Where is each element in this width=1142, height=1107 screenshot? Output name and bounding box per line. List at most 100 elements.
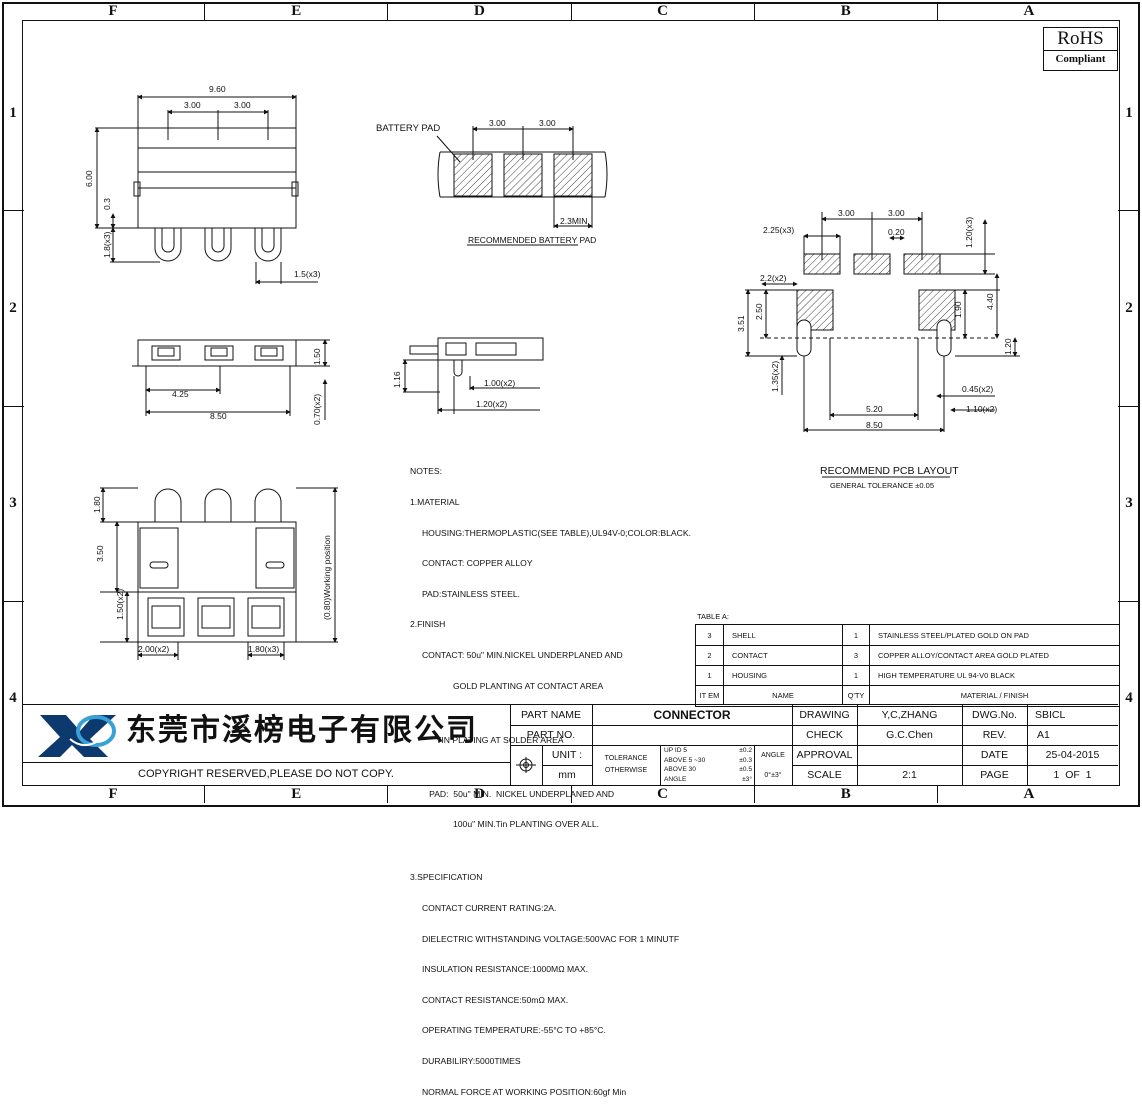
copyright-text: COPYRIGHT RESERVED,PLEASE DO NOT COPY. <box>22 762 510 785</box>
note-line: CONTACT RESISTANCE:50mΩ MAX. <box>410 994 569 1005</box>
zone-row-label: 4 <box>9 690 17 707</box>
table-a-title: TABLE A: <box>697 612 729 621</box>
cell-material: HIGH TEMPERATURE UL 94-V0 BLACK <box>878 670 1015 680</box>
dim-text: 1.50 <box>312 348 322 365</box>
note-line: 3.SPECIFICATION <box>410 872 483 883</box>
drawing-value: Y,C,ZHANG <box>881 709 938 721</box>
part-name-value: CONNECTOR <box>653 708 731 722</box>
cell-name: SHELL <box>732 630 756 640</box>
battery-pad-caption: RECOMMENDED BATTERY PAD <box>468 235 596 245</box>
cell-item: 3 <box>696 625 724 645</box>
page-label: PAGE <box>980 769 1009 781</box>
position-tolerance-icon <box>510 745 542 785</box>
zone-row-label: 2 <box>1118 211 1140 407</box>
zone-col-label: F <box>22 2 206 20</box>
company-name: 东莞市溪榜电子有限公司 <box>126 714 478 747</box>
dim-text: 1.50(x2) <box>115 589 125 620</box>
tol-value: ±3° <box>742 775 752 783</box>
approval-label: APPROVAL <box>796 749 853 761</box>
dim-text: 3.00 <box>838 208 855 218</box>
part-no-value <box>592 725 792 745</box>
rev-value: A1 <box>1037 729 1050 741</box>
check-value: G.C.Chen <box>886 729 933 741</box>
dwg-value: SBICL <box>1035 709 1066 721</box>
table-row: 3 SHELL 1 STAINLESS STEEL/PLATED GOLD ON… <box>696 625 1119 646</box>
dim-text: 1.35(x2) <box>770 361 780 392</box>
zone-col-label: E <box>205 785 389 803</box>
divider <box>660 745 661 785</box>
date-value: 25-04-2015 <box>1045 749 1100 761</box>
dim-text: 2.3MIN. <box>560 216 590 226</box>
header-material: MATERIAL / FINISH <box>960 690 1029 700</box>
tol-range: UP ID 5 <box>664 747 687 754</box>
dim-text: 3.00 <box>539 118 556 128</box>
divider <box>1027 705 1028 785</box>
zone-col-label: C <box>572 785 755 803</box>
bottom-view <box>100 487 338 660</box>
divider <box>592 745 593 785</box>
note-line: DURABILIRY:5000TIMES <box>410 1055 521 1066</box>
dim-text: 0.70(x2) <box>312 394 322 425</box>
scale-value: 2:1 <box>902 769 917 781</box>
cell-material: STAINLESS STEEL/PLATED GOLD ON PAD <box>878 630 1029 640</box>
tol-value: ±0.2 <box>739 747 752 754</box>
note-line: NORMAL FORCE AT WORKING POSITION:60gf Mi… <box>410 1086 627 1097</box>
company-logo <box>36 709 120 759</box>
dim-text: 0.20 <box>888 227 905 237</box>
tol-row: ANGLE ±3° <box>664 775 752 785</box>
dim-text: (0.80)Working position <box>322 535 332 620</box>
side-view <box>402 337 544 414</box>
top-view <box>94 94 318 285</box>
part-name-label: PART NAME <box>520 709 582 721</box>
zone-row-label: 2 <box>2 211 24 407</box>
dim-text: 8.50 <box>866 420 883 430</box>
zone-row-label: 1 <box>2 16 24 212</box>
table-a: 3 SHELL 1 STAINLESS STEEL/PLATED GOLD ON… <box>695 624 1120 707</box>
table-row: 2 CONTACT 3 COPPER ALLOY/CONTACT AREA GO… <box>696 645 1119 666</box>
note-line: CONTACT: COPPER ALLOY <box>410 558 533 569</box>
dim-text: 1.80(x3) <box>248 644 279 654</box>
divider <box>542 765 592 766</box>
dim-text: 4.40 <box>985 293 995 310</box>
pcb-tolerance: GENERAL TOLERANCE ±0.05 <box>830 481 934 490</box>
dim-text: 3.00 <box>234 100 251 110</box>
drawing-label: DRAWING <box>799 709 850 721</box>
dim-text: 1.20 <box>1003 338 1013 355</box>
dim-text: 1.10(x2) <box>966 404 997 414</box>
dim-text: 1.20(x2) <box>476 399 507 409</box>
tol-value: ±0.5 <box>739 766 752 773</box>
approval-value <box>857 745 962 765</box>
rohs-subtitle: Compliant <box>1044 50 1117 67</box>
tol-range: ANGLE <box>664 775 687 783</box>
dim-text: 2.2(x2) <box>760 273 787 283</box>
date-label: DATE <box>980 749 1009 761</box>
dim-text: 3.00 <box>888 208 905 218</box>
unit-value: mm <box>558 769 576 781</box>
battery-pad-drawing <box>436 126 608 246</box>
tolerance-label: TOLERANCE OTHERWISE <box>604 755 648 774</box>
table-row: 1 HOUSING 1 HIGH TEMPERATURE UL 94-V0 BL… <box>696 665 1119 686</box>
note-line: INSULATION RESISTANCE:1000MΩ MAX. <box>410 964 589 975</box>
cell-qty: 3 <box>842 645 870 665</box>
unit-label: UNIT : <box>551 749 583 761</box>
divider <box>592 705 593 745</box>
zone-rows-right: 1 2 3 4 <box>1118 16 1140 796</box>
cell-qty: 1 <box>842 665 870 685</box>
tol-row: ABOVE 5 ~30±0.3 <box>664 756 752 766</box>
dim-text: 1.8(x3) <box>102 231 112 258</box>
zone-col-label: C <box>572 2 755 20</box>
dim-text: 1.00(x2) <box>484 378 515 388</box>
dim-text: 0.3 <box>102 198 112 210</box>
tol-row: UP ID 5 ±0.2 <box>664 746 752 756</box>
dim-text: 1.90 <box>953 301 963 318</box>
pcb-caption: RECOMMEND PCB LAYOUT <box>820 465 959 477</box>
dim-text: 1.16 <box>392 371 402 388</box>
dwg-label: DWG.No. <box>972 709 1017 721</box>
note-line: 100u" MIN.Tin PLANTING OVER ALL. <box>410 819 599 830</box>
dim-text: 2.50 <box>754 303 764 320</box>
note-line: OPERATING TEMPERATURE:-55°C TO +85°C. <box>410 1025 606 1036</box>
dim-text: 0.45(x2) <box>962 384 993 394</box>
zone-col-label: D <box>388 2 572 20</box>
divider <box>510 745 1118 746</box>
zone-columns-bottom: F E D C B A <box>22 785 1120 803</box>
